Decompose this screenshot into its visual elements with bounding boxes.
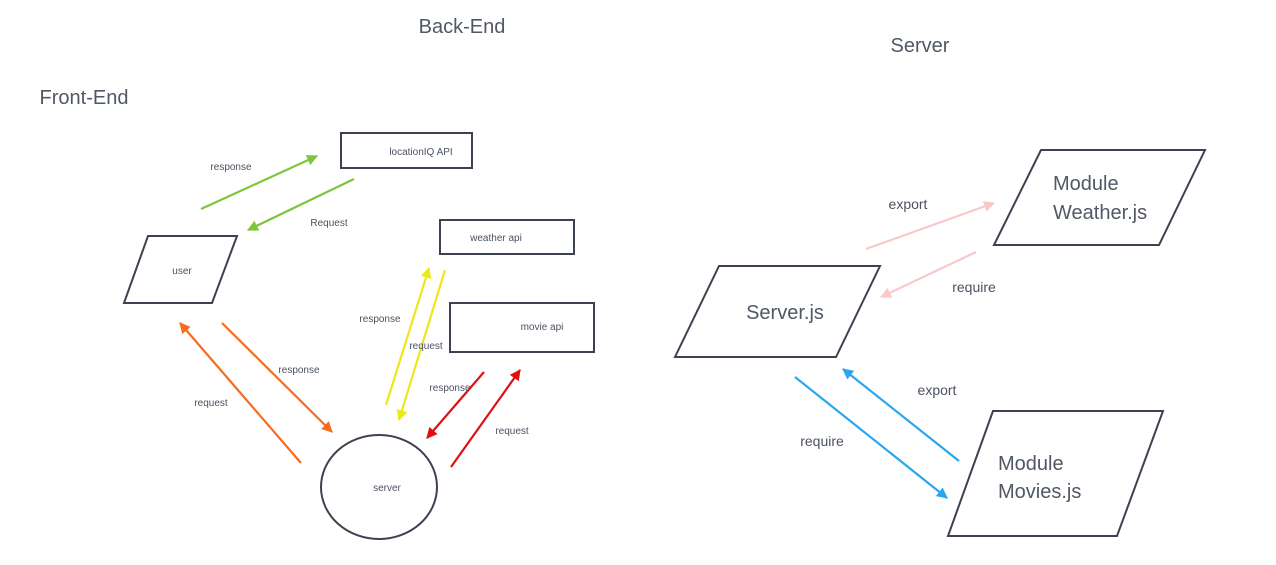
node-server-label: server <box>373 483 401 494</box>
node-module-movies: Module Movies.js <box>946 410 1165 537</box>
label-movies-require: require <box>800 433 844 449</box>
node-module-movies-line1: Module <box>998 453 1064 475</box>
arrow-movies-export <box>842 368 960 462</box>
label-weather-require: require <box>952 279 996 295</box>
node-module-weather-line2: Weather.js <box>1053 202 1147 224</box>
label-movie-response: response <box>429 383 471 394</box>
arrow-movie-request <box>450 369 521 468</box>
arrow-weather-request <box>396 269 447 422</box>
label-movies-export: export <box>918 382 957 398</box>
arrow-movies-require <box>794 376 948 499</box>
label-user-request: request <box>194 398 228 409</box>
arrow-weather-response <box>384 266 432 406</box>
heading-server: Server <box>891 35 950 57</box>
arrow-movie-response <box>426 371 485 439</box>
arrow-weather-require <box>880 251 977 298</box>
label-weather-response: response <box>359 314 401 325</box>
node-location-api: locationIQ API <box>340 132 473 169</box>
label-user-response: response <box>278 365 320 376</box>
node-server: server <box>320 434 438 540</box>
node-server-js-label: Server.js <box>746 302 824 324</box>
heading-back-end: Back-End <box>419 16 506 38</box>
node-module-weather: Module Weather.js <box>992 149 1207 246</box>
node-location-api-label: locationIQ API <box>389 147 452 158</box>
label-location-response: response <box>210 162 252 173</box>
label-location-request: Request <box>310 218 347 229</box>
arrow-user-request <box>179 322 302 464</box>
arrow-location-request <box>247 178 355 231</box>
arrow-user-response <box>221 322 333 433</box>
label-weather-export: export <box>889 196 928 212</box>
node-movie-api: movie api <box>449 302 595 353</box>
node-module-movies-line2: Movies.js <box>998 481 1081 503</box>
node-user-label: user <box>172 266 192 277</box>
arrow-location-response <box>200 154 319 211</box>
node-weather-api-label: weather api <box>469 233 522 244</box>
arrow-weather-export <box>865 201 996 251</box>
node-user: user <box>122 235 239 304</box>
label-weather-request: request <box>409 341 443 352</box>
label-movie-request: request <box>495 426 529 437</box>
node-movie-api-label: movie api <box>521 322 564 333</box>
heading-front-end: Front-End <box>40 87 129 109</box>
node-server-js: Server.js <box>673 265 882 358</box>
node-module-weather-line1: Module <box>1053 173 1119 195</box>
node-weather-api: weather api <box>439 219 575 255</box>
